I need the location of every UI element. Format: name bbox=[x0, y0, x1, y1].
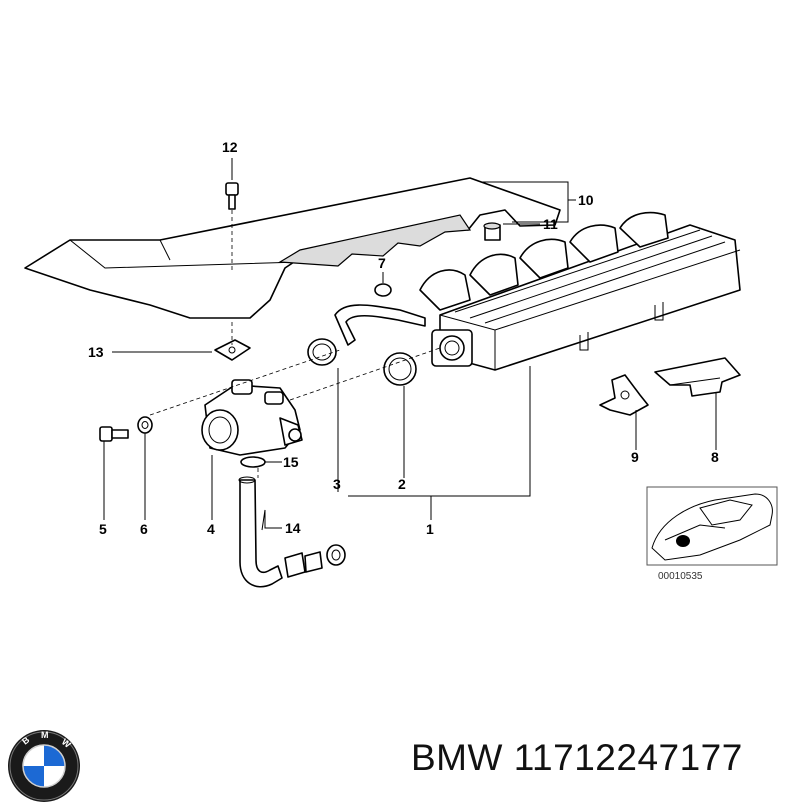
cover-cap-8 bbox=[654, 357, 741, 397]
washer-6 bbox=[137, 416, 153, 434]
callout-10: 10 bbox=[578, 192, 594, 208]
callout-14: 14 bbox=[285, 520, 301, 536]
bolt-5 bbox=[99, 426, 129, 442]
callout-2: 2 bbox=[398, 476, 406, 492]
callout-11: 11 bbox=[543, 216, 558, 232]
clip-nut-13 bbox=[214, 339, 251, 361]
callout-12: 12 bbox=[222, 139, 238, 155]
callout-15: 15 bbox=[283, 454, 299, 470]
o-ring-2 bbox=[383, 352, 417, 386]
callout-labels: 12 10 11 7 13 3 2 1 4 5 6 15 14 9 8 bbox=[88, 139, 719, 537]
callout-4: 4 bbox=[207, 521, 215, 537]
callout-9: 9 bbox=[631, 449, 639, 465]
brand-name: BMW bbox=[411, 737, 503, 778]
alignment-lines bbox=[149, 210, 441, 478]
callout-3: 3 bbox=[333, 476, 341, 492]
hose-14 bbox=[238, 476, 283, 588]
part-number: 11712247177 bbox=[513, 737, 743, 778]
bolt-12 bbox=[225, 182, 239, 210]
inset-reference-number: 00010535 bbox=[658, 571, 703, 582]
engine-cover bbox=[24, 177, 561, 319]
throttle-housing-4 bbox=[201, 379, 303, 456]
part-caption: BMW 11712247177 bbox=[411, 737, 743, 779]
rubber-mount-11 bbox=[483, 222, 501, 241]
bmw-roundel-logo: B M W bbox=[8, 730, 80, 802]
intake-manifold bbox=[334, 211, 741, 371]
valve-fitting bbox=[284, 544, 346, 578]
grommet-7 bbox=[374, 283, 392, 297]
callout-1: 1 bbox=[426, 521, 434, 537]
hose-clamp-15 bbox=[240, 456, 266, 468]
callout-7: 7 bbox=[378, 255, 386, 271]
callout-6: 6 bbox=[140, 521, 148, 537]
leader-lines bbox=[103, 158, 717, 531]
svg-text:M: M bbox=[41, 730, 49, 740]
svg-text:B: B bbox=[20, 734, 32, 746]
callout-13: 13 bbox=[88, 344, 104, 360]
vehicle-inset: 00010535 bbox=[646, 486, 778, 582]
callout-5: 5 bbox=[99, 521, 107, 537]
callout-8: 8 bbox=[711, 449, 719, 465]
bracket-9 bbox=[599, 374, 649, 416]
o-ring-3 bbox=[307, 338, 337, 366]
